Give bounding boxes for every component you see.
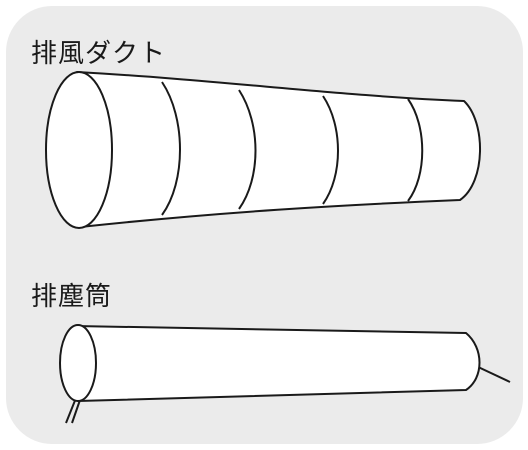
dust-tube-cord-left-2 xyxy=(71,399,81,424)
exhaust-duct-ring-3 xyxy=(322,95,339,205)
dust-tube-illustration xyxy=(59,324,511,424)
dust-tube-label: 排塵筒 xyxy=(31,282,113,312)
dust-tube-opening xyxy=(59,324,97,402)
dust-tube-body xyxy=(74,325,481,402)
exhaust-duct-ring-1 xyxy=(161,81,181,216)
exhaust-duct-label: 排風ダクト xyxy=(31,39,167,69)
exhaust-duct-opening xyxy=(45,71,113,229)
dust-tube-cord-left-1 xyxy=(65,397,77,424)
dust-tube-cord-right xyxy=(475,365,511,383)
exhaust-duct-ring-4 xyxy=(407,98,424,202)
exhaust-duct-illustration xyxy=(45,71,481,229)
exhaust-duct-ring-2 xyxy=(238,89,257,210)
exhaust-duct-body xyxy=(76,71,481,228)
